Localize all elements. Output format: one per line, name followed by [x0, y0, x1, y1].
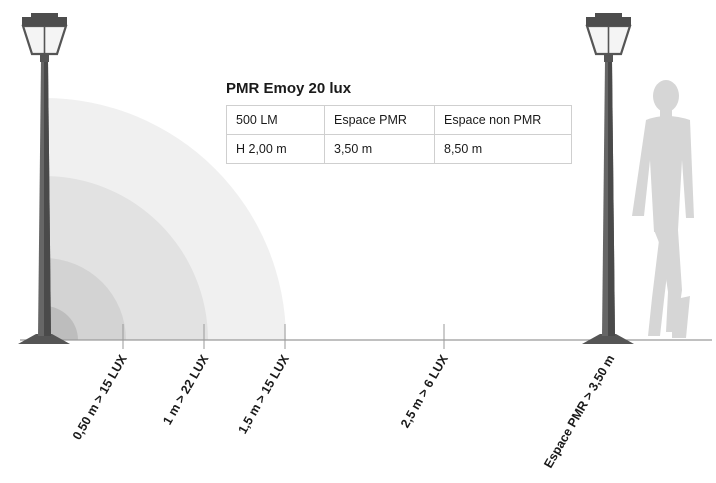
table-row: H 2,00 m 3,50 m 8,50 m	[226, 134, 572, 164]
table-cell: Espace non PMR	[434, 105, 572, 135]
table-cell: H 2,00 m	[226, 134, 325, 164]
person-silhouette	[632, 80, 694, 338]
table-cell: Espace PMR	[324, 105, 435, 135]
lamp-post-left	[18, 13, 70, 344]
table-row: 500 LM Espace PMR Espace non PMR	[226, 105, 572, 135]
table-cell: 3,50 m	[324, 134, 435, 164]
table-cell: 8,50 m	[434, 134, 572, 164]
chart-title: PMR Emoy 20 lux	[226, 80, 352, 97]
illumination-zone-core	[44, 306, 78, 340]
distance-ticks	[122, 324, 445, 349]
table-cell: 500 LM	[226, 105, 325, 135]
lamp-post-right	[582, 13, 634, 344]
spec-table: 500 LM Espace PMR Espace non PMR H 2,00 …	[226, 105, 572, 164]
